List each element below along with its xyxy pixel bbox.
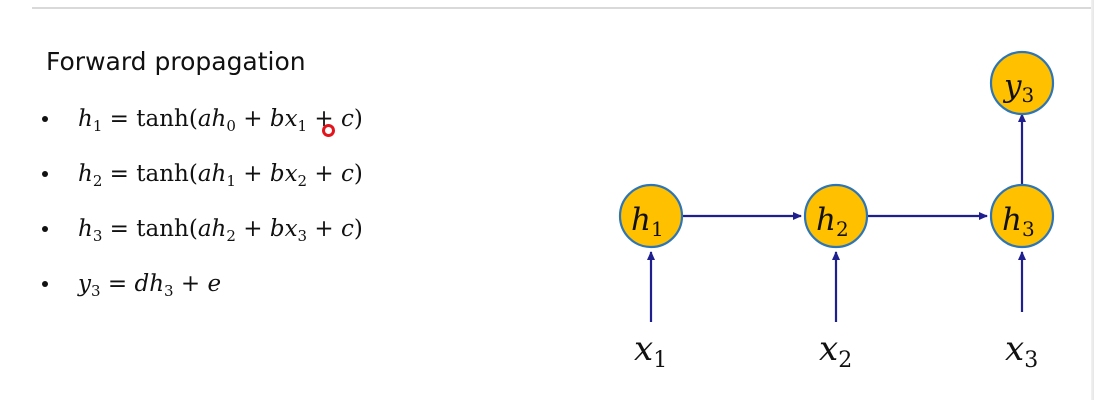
bullet-icon xyxy=(42,226,48,232)
eq-op: + xyxy=(173,271,208,297)
eq-subscript: 1 xyxy=(226,172,236,190)
top-divider xyxy=(32,7,1094,9)
equation-text: h1 = tanh(ah0 + bx1 + c) xyxy=(78,103,363,135)
eq-op: ) xyxy=(353,216,363,242)
eq-symbol: y xyxy=(78,271,91,297)
eq-subscript: 1 xyxy=(297,117,308,135)
eq-symbol: c xyxy=(341,216,354,242)
eq-symbol: b xyxy=(269,216,285,242)
bullet-icon xyxy=(42,171,48,177)
eq-symbol: h xyxy=(211,106,227,132)
node-subscript: 3 xyxy=(1022,83,1035,107)
eq-op: = tanh( xyxy=(102,106,198,132)
input-label-x2: x2 xyxy=(819,329,852,373)
eq-op: = xyxy=(100,271,135,297)
node-subscript: 1 xyxy=(651,217,664,241)
input-label-x1: x1 xyxy=(634,329,667,373)
input-letter: x xyxy=(634,329,653,369)
eq-subscript: 2 xyxy=(226,227,236,245)
eq-op: ) xyxy=(353,106,363,132)
eq-symbol: x xyxy=(284,161,298,187)
node-letter: h xyxy=(1002,202,1022,238)
eq-symbol: c xyxy=(341,106,354,132)
eq-symbol: h xyxy=(78,106,93,132)
eq-symbol: h xyxy=(149,271,165,297)
pointer-cursor-icon xyxy=(322,124,335,137)
eq-symbol: d xyxy=(134,271,150,297)
eq-symbol: e xyxy=(207,271,222,297)
eq-subscript: 2 xyxy=(92,172,103,190)
eq-subscript: 0 xyxy=(226,117,236,135)
eq-symbol: b xyxy=(269,106,285,132)
node-letter: h xyxy=(816,202,836,238)
eq-op: + xyxy=(235,161,270,187)
eq-symbol: h xyxy=(211,161,227,187)
input-subscript: 3 xyxy=(1024,348,1038,373)
eq-symbol: b xyxy=(269,161,285,187)
eq-symbol: a xyxy=(197,106,212,132)
eq-subscript: 3 xyxy=(91,282,101,300)
eq-subscript: 3 xyxy=(297,227,308,245)
node-circle xyxy=(618,183,684,249)
eq-symbol: h xyxy=(211,216,227,242)
eq-symbol: h xyxy=(78,216,93,242)
input-label-x3: x3 xyxy=(1005,329,1038,373)
eq-symbol: x xyxy=(284,216,298,242)
eq-op: = tanh( xyxy=(102,216,198,242)
node-h3: h3 xyxy=(989,183,1055,249)
eq-subscript: 2 xyxy=(297,172,308,190)
node-y3: y3 xyxy=(989,50,1055,116)
node-circle xyxy=(989,183,1055,249)
input-letter: x xyxy=(1005,329,1024,369)
eq-op: + xyxy=(235,216,270,242)
node-h1: h1 xyxy=(618,183,684,249)
node-circle xyxy=(803,183,869,249)
node-subscript: 2 xyxy=(836,217,849,241)
eq-symbol: a xyxy=(197,216,212,242)
input-subscript: 1 xyxy=(653,348,667,373)
slide-title: Forward propagation xyxy=(46,47,306,76)
node-subscript: 3 xyxy=(1022,217,1035,241)
eq-subscript: 3 xyxy=(164,282,174,300)
eq-op: + xyxy=(307,216,341,242)
eq-symbol: a xyxy=(197,161,212,187)
bullet-icon xyxy=(42,281,48,287)
node-letter: h xyxy=(631,202,651,238)
node-h2: h2 xyxy=(803,183,869,249)
eq-op: ) xyxy=(353,161,363,187)
node-label: h3 xyxy=(1002,202,1035,241)
node-label: h2 xyxy=(816,202,849,241)
node-letter: y xyxy=(1002,68,1022,104)
eq-symbol: c xyxy=(341,161,354,187)
node-circle xyxy=(989,50,1055,116)
node-label: y3 xyxy=(1002,68,1034,107)
node-label: h1 xyxy=(631,202,664,241)
equation-text: h2 = tanh(ah1 + bx2 + c) xyxy=(78,158,363,190)
eq-subscript: 3 xyxy=(92,227,103,245)
eq-subscript: 1 xyxy=(92,117,103,135)
input-subscript: 2 xyxy=(838,348,852,373)
eq-op: = tanh( xyxy=(102,161,198,187)
equation-text: h3 = tanh(ah2 + bx3 + c) xyxy=(78,213,363,245)
eq-op: + xyxy=(307,161,341,187)
slide-edge xyxy=(1091,0,1094,400)
eq-symbol: x xyxy=(284,106,298,132)
bullet-icon xyxy=(42,116,48,122)
equation-text: y3 = dh3 + e xyxy=(78,268,221,300)
eq-symbol: h xyxy=(78,161,93,187)
eq-op: + xyxy=(235,106,270,132)
input-letter: x xyxy=(819,329,838,369)
